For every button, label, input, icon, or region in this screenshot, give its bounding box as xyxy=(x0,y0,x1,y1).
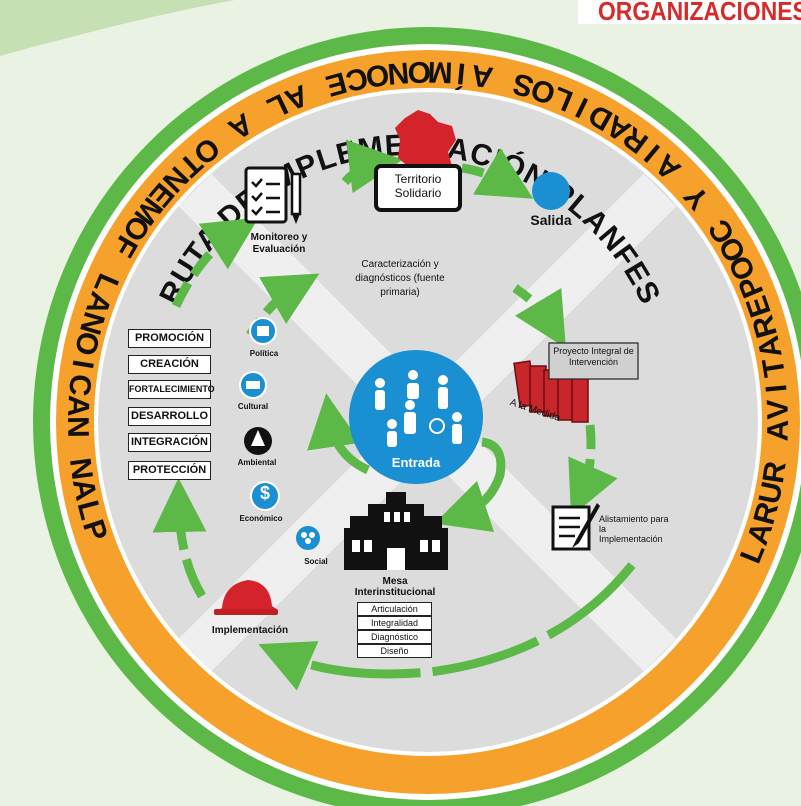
books-icon xyxy=(513,360,589,423)
salida-label: Salida xyxy=(530,212,572,228)
salida-dot[interactable] xyxy=(532,172,570,210)
proyecto-label: Proyecto Integral de Intervención xyxy=(553,346,634,367)
arrow-caract-proyecto xyxy=(512,284,566,349)
dimension-label: Económico xyxy=(239,514,283,523)
arrow-stages-monitoreo xyxy=(171,217,259,308)
stage-box: INTEGRACIÓN xyxy=(128,433,211,452)
dimension-label: Política xyxy=(249,349,279,358)
monitoreo-label: Monitoreo y Evaluación xyxy=(250,232,308,255)
people-icon xyxy=(375,370,462,447)
document-pen-icon xyxy=(551,503,600,551)
arrow-territorio-salida xyxy=(461,148,534,199)
arrow-entrada-mesa xyxy=(434,437,506,533)
mesa-item: Diagnóstico xyxy=(357,630,432,644)
arrow-alistamiento-implementacion xyxy=(258,562,636,691)
stage-box: PROTECCIÓN xyxy=(128,461,211,480)
caracterizacion-label: Caracterización y diagnósticos (fuente p… xyxy=(355,259,445,298)
stage-box: CREACIÓN xyxy=(128,355,211,374)
dimension-label: Ambiental xyxy=(237,458,277,467)
hardhat-icon xyxy=(214,580,278,615)
stage-box: FORTALECIMIENTO xyxy=(128,380,215,399)
entrada-label[interactable]: Entrada xyxy=(391,455,441,470)
mesa-item: Integralidad xyxy=(357,616,432,630)
flow-arrows xyxy=(152,139,636,691)
banner-bg xyxy=(578,0,801,24)
territorio-label: Territorio Solidario xyxy=(394,172,442,200)
dollar-icon xyxy=(250,481,280,511)
inner-rim xyxy=(94,88,762,756)
mesa-label: Mesa Interinstitucional xyxy=(354,576,436,598)
implementacion-label: Implementación xyxy=(211,625,289,636)
dimension-label: Cultural xyxy=(237,402,269,411)
pencil-icon xyxy=(290,172,302,224)
mesa-item: Articulación xyxy=(357,602,432,616)
dollar-glyph: $ xyxy=(259,483,270,503)
alistamiento-label: Alistamiento para la Implementación xyxy=(599,514,669,544)
mesa-item: Diseño xyxy=(357,644,432,658)
arrow-mesa-entrada xyxy=(307,393,370,475)
arrow-monitoreo-territorio xyxy=(341,139,403,194)
building-icon xyxy=(344,492,448,570)
top-banner-title: ORGANIZACIONES xyxy=(598,0,801,26)
territorio-box xyxy=(374,164,462,212)
dimension-icons xyxy=(239,317,320,550)
corner-wave xyxy=(0,0,235,56)
stage-box: PROMOCIÓN xyxy=(128,329,211,348)
arrow-proyecto-alistamiento xyxy=(568,424,618,517)
checklist-icon xyxy=(244,166,288,224)
dimension-label: Social xyxy=(304,557,328,566)
stage-box: DESARROLLO xyxy=(128,407,211,426)
arrow-implementacion-stages xyxy=(152,478,207,599)
proyecto-callout xyxy=(548,342,639,380)
